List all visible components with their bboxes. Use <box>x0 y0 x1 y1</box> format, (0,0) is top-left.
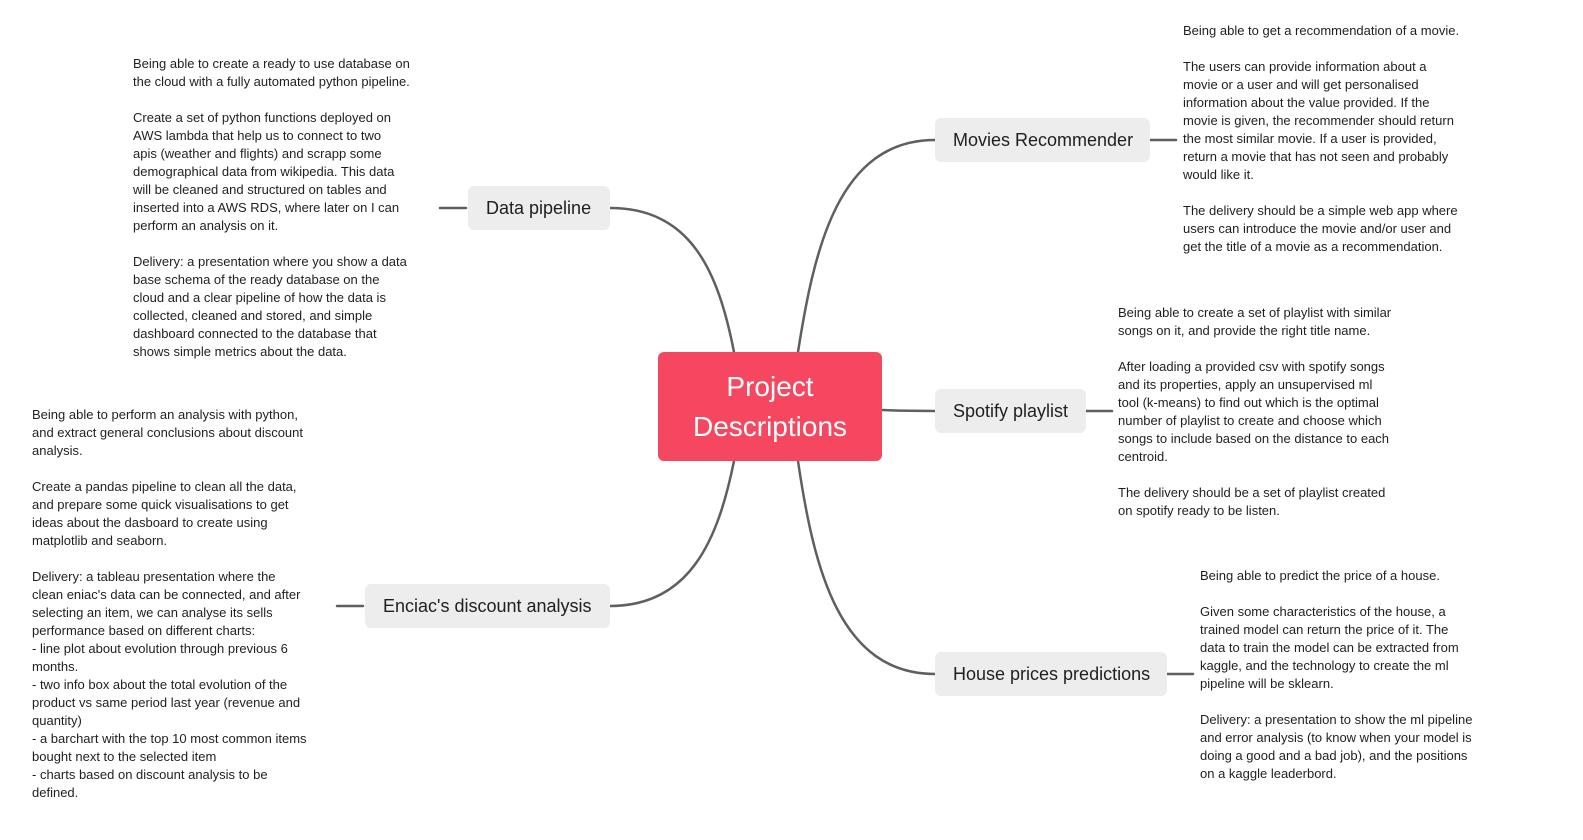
note-paragraph: The delivery should be a simple web app … <box>1183 203 1458 254</box>
note-movies-recommender: Being able to get a recommendation of a … <box>1183 22 1513 256</box>
note-paragraph: The delivery should be a set of playlist… <box>1118 485 1386 518</box>
connector-central-to-pipeline <box>608 206 736 354</box>
topic-spotify-playlist[interactable]: Spotify playlist <box>935 389 1086 433</box>
note-spotify-playlist: Being able to create a set of playlist w… <box>1118 304 1448 520</box>
note-paragraph: Being able to get a recommendation of a … <box>1183 23 1460 38</box>
note-paragraph: Create a set of python functions deploye… <box>133 110 400 233</box>
note-data-pipeline: Being able to create a ready to use data… <box>133 55 463 361</box>
note-paragraph: Delivery: a tableau presentation where t… <box>32 569 307 800</box>
note-paragraph: After loading a provided csv with spotif… <box>1118 359 1390 464</box>
note-paragraph: The users can provide information about … <box>1183 59 1454 182</box>
note-paragraph: Being able to perform an analysis with p… <box>32 407 304 458</box>
note-paragraph: Delivery: a presentation to show the ml … <box>1200 712 1473 781</box>
connector-central-to-movies <box>796 138 937 354</box>
note-paragraph: Given some characteristics of the house,… <box>1200 604 1459 691</box>
note-paragraph: Delivery: a presentation where you show … <box>133 254 407 359</box>
central-topic-title-line2: Descriptions <box>692 410 848 442</box>
note-paragraph: Being able to create a ready to use data… <box>133 56 410 89</box>
connector-central-to-spotify <box>880 408 937 413</box>
topic-movies-recommender[interactable]: Movies Recommender <box>935 118 1150 162</box>
topic-data-pipeline[interactable]: Data pipeline <box>468 186 610 230</box>
topic-enciacs-discount-analysis[interactable]: Enciac's discount analysis <box>365 584 610 628</box>
note-paragraph: Create a pandas pipeline to clean all th… <box>32 479 297 548</box>
note-enciacs-discount-analysis: Being able to perform an analysis with p… <box>32 406 352 802</box>
topic-house-prices-predictions[interactable]: House prices predictions <box>935 652 1167 696</box>
note-house-prices-predictions: Being able to predict the price of a hou… <box>1200 567 1540 783</box>
central-topic-project-descriptions[interactable]: Project Descriptions <box>658 352 882 461</box>
central-topic-title-line1: Project <box>726 370 814 402</box>
note-paragraph: Being able to create a set of playlist w… <box>1118 305 1392 338</box>
connector-central-to-house <box>796 459 937 676</box>
note-paragraph: Being able to predict the price of a hou… <box>1200 568 1440 583</box>
connector-central-to-enciac <box>608 459 736 608</box>
